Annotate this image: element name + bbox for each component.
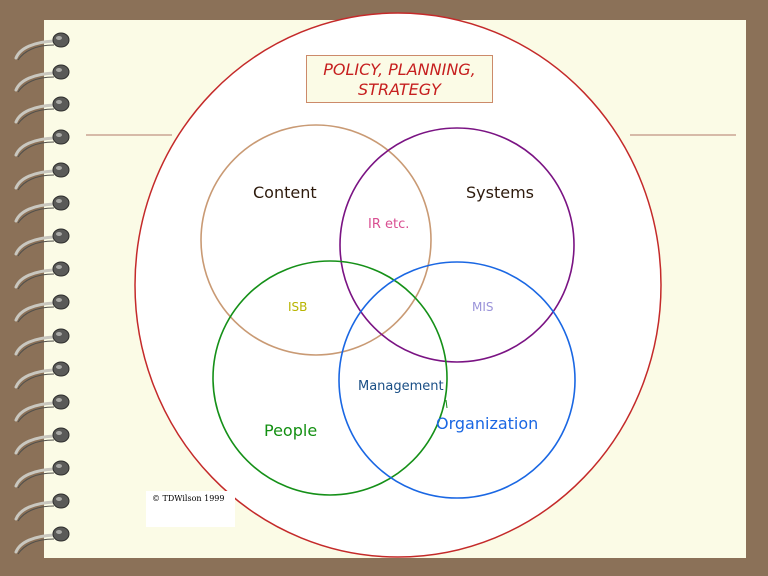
mis-label: MIS [472, 300, 494, 314]
spiral-wire [14, 401, 56, 422]
binding-hole [52, 32, 70, 48]
organization-circle [338, 261, 576, 499]
spiral-wire-shadow [17, 472, 55, 489]
spiral-wire [14, 335, 56, 356]
spiral-wire-shadow [17, 406, 55, 423]
binding-hole [52, 228, 70, 244]
spiral-wire-shadow [17, 439, 55, 456]
binding-hole [52, 162, 70, 178]
spiral-wire-shadow [17, 108, 55, 125]
outer-policy-circle [134, 12, 662, 558]
content-label: Content [253, 183, 317, 202]
divider-mark [445, 399, 448, 409]
ir-etc-label: IR etc. [368, 217, 410, 232]
spiral-wire [14, 169, 56, 190]
spiral-binding [14, 32, 70, 555]
spiral-wire [14, 368, 56, 389]
organization-label: Organization [436, 414, 539, 433]
spiral-wire [14, 268, 56, 289]
systems-label: Systems [466, 183, 534, 202]
binding-highlight [56, 464, 62, 468]
people-circle [212, 260, 448, 496]
binding-highlight [56, 36, 62, 40]
binding-highlight [56, 497, 62, 501]
spiral-wire [14, 71, 56, 92]
binding-hole [52, 361, 70, 377]
spiral-wire [14, 434, 56, 455]
people-label: People [264, 421, 318, 440]
binding-hole [52, 96, 70, 112]
policy-line-1: POLICY, PLANNING, [323, 60, 476, 79]
copyright-note: © TDWilson 1999 [146, 491, 235, 527]
binding-highlight [56, 232, 62, 236]
spiral-wire [14, 467, 56, 488]
binding-hole [52, 195, 70, 211]
binding-highlight [56, 398, 62, 402]
binding-hole [52, 294, 70, 310]
binding-hole [52, 261, 70, 277]
binding-hole [52, 427, 70, 443]
isb-label: ISB [288, 300, 308, 314]
binding-hole [52, 460, 70, 476]
binding-hole [52, 493, 70, 509]
binding-highlight [56, 133, 62, 137]
systems-circle [339, 127, 575, 363]
spiral-wire-shadow [17, 340, 55, 357]
binding-highlight [56, 100, 62, 104]
spiral-wire-shadow [17, 306, 55, 323]
content-circle [200, 124, 432, 356]
spiral-wire-shadow [17, 240, 55, 257]
binding-highlight [56, 68, 62, 72]
binding-hole [52, 526, 70, 542]
binding-hole [52, 129, 70, 145]
binding-highlight [56, 365, 62, 369]
spiral-wire [14, 235, 56, 256]
binding-hole [52, 64, 70, 80]
spiral-wire-shadow [17, 174, 55, 191]
binding-highlight [56, 166, 62, 170]
spiral-wire-shadow [17, 141, 55, 158]
spiral-wire-shadow [17, 273, 55, 290]
spiral-wire-shadow [17, 76, 55, 93]
binding-highlight [56, 199, 62, 203]
spiral-wire [14, 39, 56, 60]
binding-highlight [56, 332, 62, 336]
spiral-wire [14, 202, 56, 223]
spiral-wire-shadow [17, 207, 55, 224]
spiral-wire [14, 136, 56, 157]
spiral-wire [14, 533, 56, 554]
policy-line-2: STRATEGY [358, 80, 441, 99]
spiral-wire-shadow [17, 538, 55, 555]
binding-hole [52, 328, 70, 344]
spiral-wire [14, 301, 56, 322]
spiral-wire-shadow [17, 44, 55, 61]
management-label: Management [358, 379, 444, 394]
spiral-wire-shadow [17, 505, 55, 522]
spiral-wire [14, 103, 56, 124]
binding-highlight [56, 530, 62, 534]
binding-highlight [56, 431, 62, 435]
spiral-wire-shadow [17, 373, 55, 390]
spiral-wire [14, 500, 56, 521]
binding-hole [52, 394, 70, 410]
binding-highlight [56, 298, 62, 302]
binding-highlight [56, 265, 62, 269]
policy-planning-strategy-box: POLICY, PLANNING, STRATEGY [306, 55, 493, 103]
